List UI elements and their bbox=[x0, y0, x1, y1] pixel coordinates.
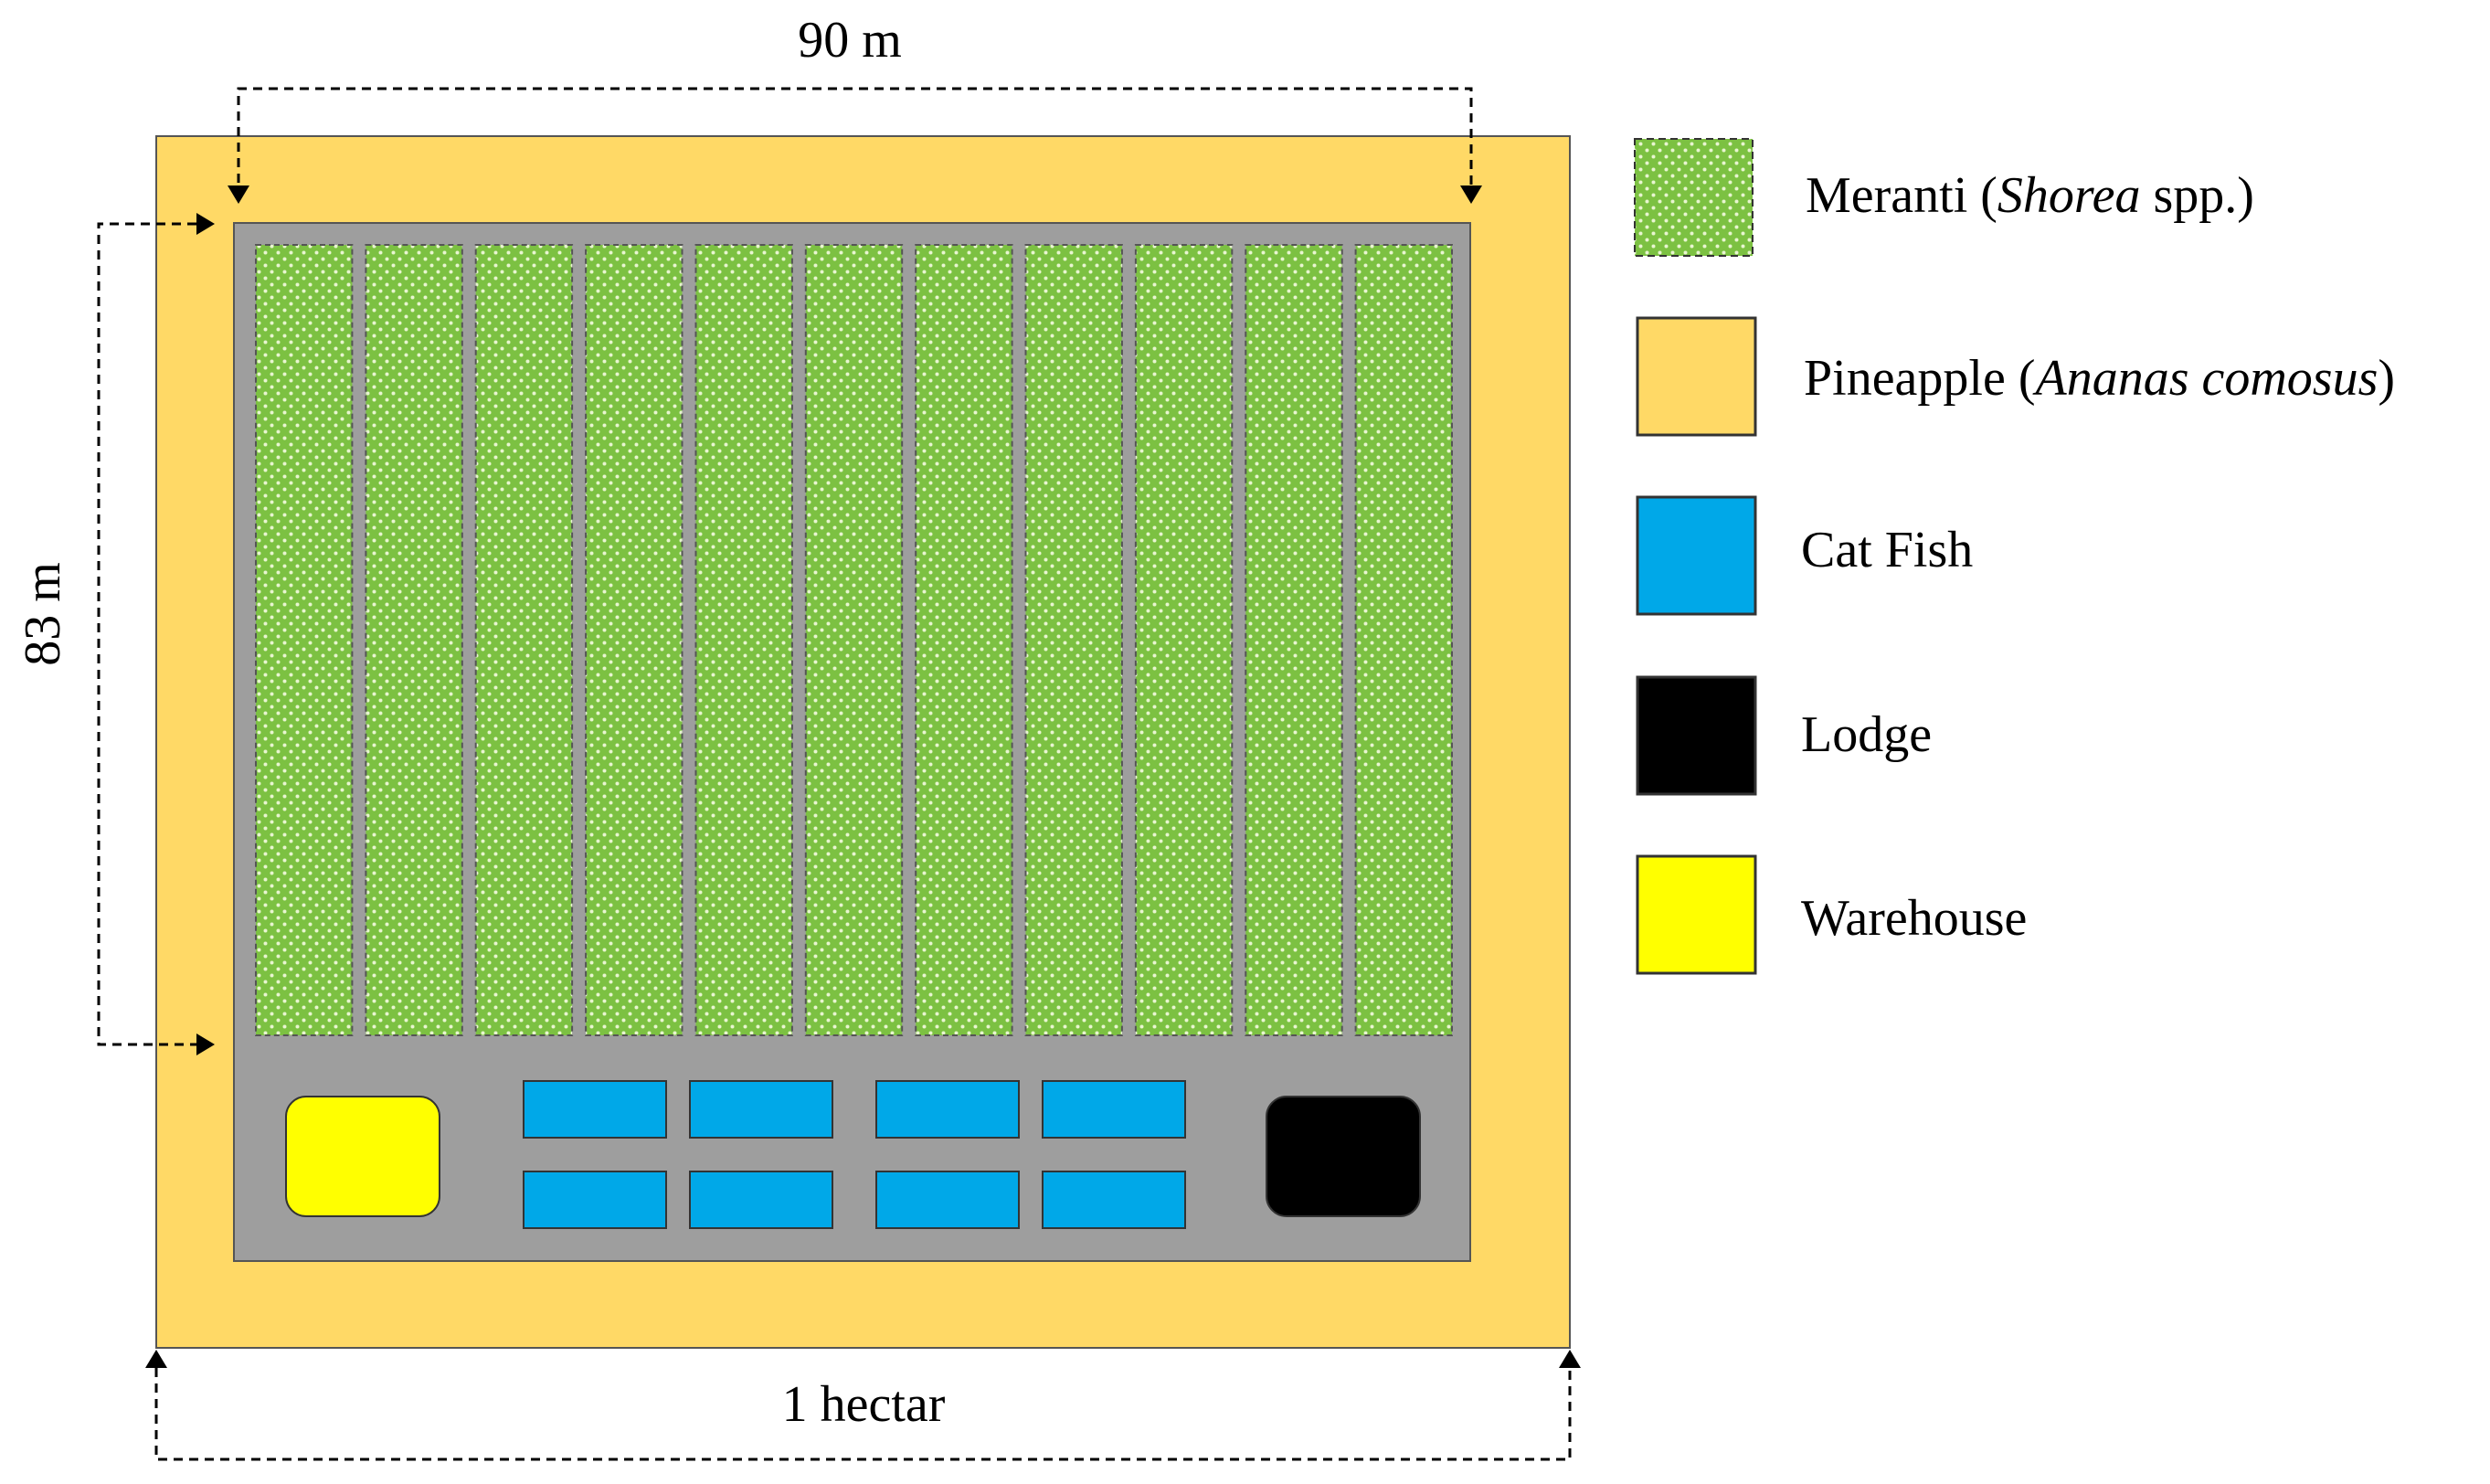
area-label: 1 hectar bbox=[782, 1376, 946, 1433]
catfish-pond bbox=[875, 1171, 1020, 1229]
catfish-pond bbox=[689, 1080, 833, 1139]
legend-swatch-warehouse bbox=[1636, 854, 1757, 975]
meranti-strip bbox=[1245, 244, 1343, 1036]
catfish-ponds bbox=[523, 1080, 1186, 1229]
warehouse-building bbox=[285, 1096, 440, 1217]
meranti-strip bbox=[365, 244, 463, 1036]
lodge-building bbox=[1266, 1096, 1421, 1217]
height-dimension: 83 m bbox=[15, 213, 215, 1055]
meranti-strips bbox=[255, 244, 1453, 1036]
facilities bbox=[285, 1080, 1421, 1229]
meranti-strip bbox=[694, 244, 793, 1036]
legend-label-meranti: Meranti (Shorea spp.) bbox=[1806, 167, 2254, 224]
width-dimension: 90 m bbox=[228, 12, 1482, 204]
legend-label-catfish: Cat Fish bbox=[1801, 522, 1973, 578]
catfish-pond bbox=[689, 1171, 833, 1229]
catfish-pond bbox=[1042, 1171, 1186, 1229]
height-label: 83 m bbox=[15, 562, 71, 666]
legend-label-pineapple: Pineapple (Ananas comosus) bbox=[1804, 350, 2395, 407]
meranti-strip bbox=[255, 244, 354, 1036]
meranti-strip bbox=[1354, 244, 1453, 1036]
area-dimension: 1 hectar bbox=[145, 1350, 1581, 1461]
legend-label-warehouse: Warehouse bbox=[1801, 890, 2027, 947]
width-label: 90 m bbox=[798, 12, 902, 69]
legend-swatch-catfish bbox=[1636, 495, 1757, 616]
catfish-pond bbox=[875, 1080, 1020, 1139]
meranti-strip bbox=[474, 244, 574, 1036]
catfish-pond bbox=[523, 1080, 667, 1139]
legend-swatch-lodge bbox=[1636, 675, 1757, 796]
catfish-pond bbox=[1042, 1080, 1186, 1139]
catfish-pond bbox=[523, 1171, 667, 1229]
meranti-strip bbox=[1134, 244, 1234, 1036]
meranti-strip bbox=[585, 244, 683, 1036]
meranti-strip bbox=[915, 244, 1013, 1036]
meranti-strip bbox=[804, 244, 904, 1036]
legend-label-lodge: Lodge bbox=[1801, 706, 1932, 763]
legend: Meranti (Shorea spp.) Pineapple (Ananas … bbox=[1634, 138, 2395, 975]
legend-swatch-meranti bbox=[1634, 138, 1754, 257]
legend-swatch-pineapple bbox=[1636, 316, 1757, 437]
meranti-strip bbox=[1024, 244, 1123, 1036]
